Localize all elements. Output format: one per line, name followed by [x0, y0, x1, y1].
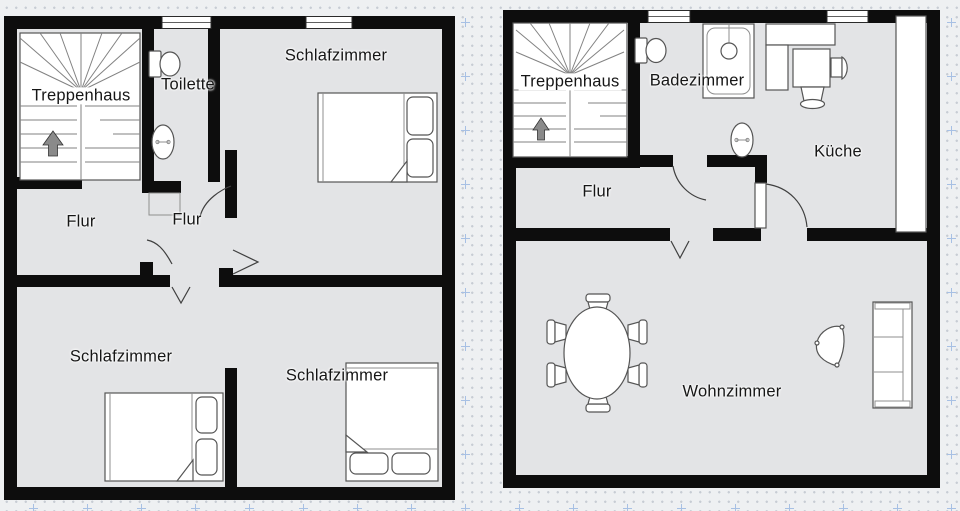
door-swing[interactable] — [754, 182, 808, 229]
window[interactable] — [826, 10, 869, 23]
room-label-schlafzimmer-bottom-right[interactable]: Schlafzimmer — [285, 366, 389, 385]
double-bed[interactable] — [317, 92, 438, 183]
sink-icon[interactable] — [151, 124, 175, 160]
staircase[interactable] — [19, 32, 141, 181]
room-label-flur[interactable]: Flur — [582, 182, 612, 201]
stairs-up-arrow-icon — [42, 130, 64, 157]
window[interactable] — [647, 10, 691, 23]
double-bed[interactable] — [104, 392, 224, 482]
room-label-treppenhaus[interactable]: Treppenhaus — [29, 86, 133, 105]
stairs-up-arrow-icon — [532, 117, 550, 141]
room-label-kueche[interactable]: Küche — [814, 142, 862, 161]
window[interactable] — [305, 16, 353, 29]
stair-treads — [19, 32, 141, 180]
upper-floor-walls[interactable] — [4, 16, 455, 500]
sofa[interactable] — [872, 301, 913, 409]
door-swing[interactable] — [672, 165, 707, 201]
shower-icon[interactable] — [702, 23, 755, 99]
room-label-schlafzimmer-top[interactable]: Schlafzimmer — [284, 46, 388, 65]
door-swing[interactable] — [199, 185, 232, 218]
sink-icon[interactable] — [730, 122, 754, 158]
folding-door[interactable] — [232, 249, 260, 275]
toilet-icon[interactable] — [148, 50, 181, 78]
door-swing[interactable] — [670, 240, 690, 260]
main-floor-plan[interactable] — [503, 10, 940, 488]
upper-floor-plan[interactable] — [4, 16, 455, 500]
room-label-flur-small[interactable]: Flur — [172, 210, 202, 229]
toilette-doorway[interactable] — [148, 192, 181, 216]
chair[interactable] — [799, 86, 826, 110]
room-label-badezimmer[interactable]: Badezimmer — [649, 71, 745, 90]
chair[interactable] — [830, 55, 848, 81]
room-label-treppenhaus-2[interactable]: Treppenhaus — [518, 72, 622, 91]
room-label-flur-main[interactable]: Flur — [66, 212, 96, 231]
dining-table-with-chairs[interactable] — [546, 293, 648, 413]
armchair[interactable] — [814, 324, 845, 368]
kitchen-table[interactable] — [792, 48, 831, 88]
room-label-schlafzimmer-bottom-left[interactable]: Schlafzimmer — [69, 347, 173, 366]
double-bed[interactable] — [345, 362, 439, 482]
room-label-toilette[interactable]: Toilette — [161, 75, 215, 94]
toilet-icon[interactable] — [634, 37, 667, 64]
window[interactable] — [161, 16, 212, 29]
room-label-wohnzimmer[interactable]: Wohnzimmer — [682, 382, 782, 401]
door-swing[interactable] — [146, 239, 191, 305]
kitchen-counter[interactable] — [765, 15, 927, 233]
